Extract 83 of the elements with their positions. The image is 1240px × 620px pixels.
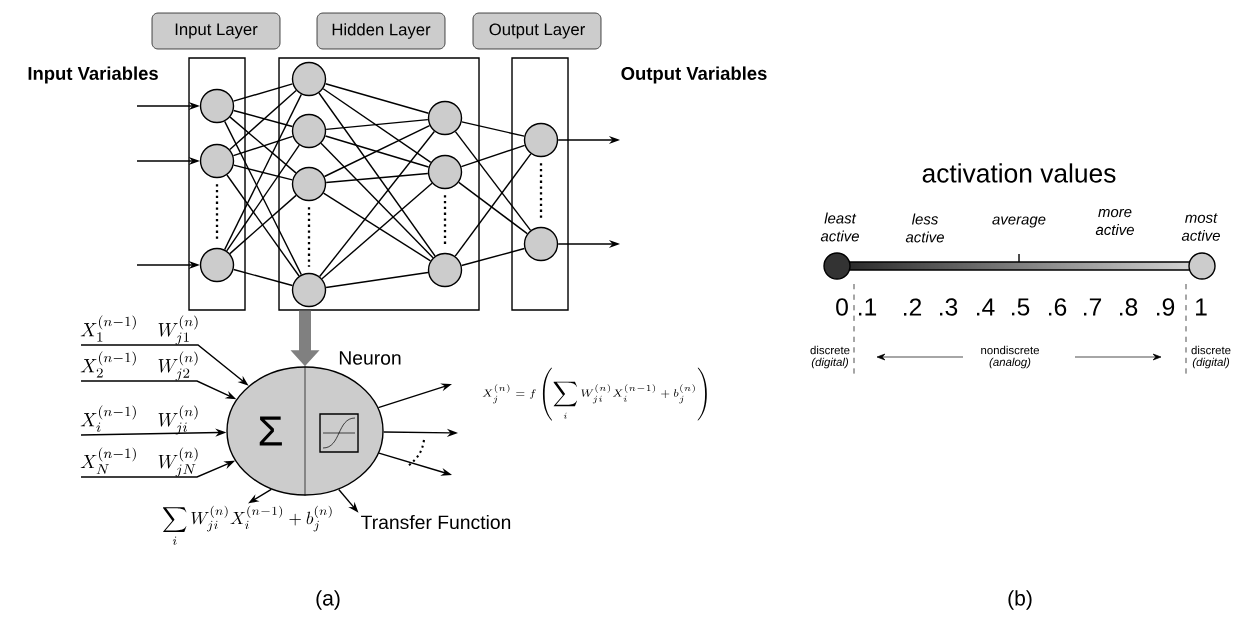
activity-label: less active [905,213,944,243]
activity-label: more active [1095,208,1134,236]
edge-label: $X_1^{(n-1)} \quad W_{j1}^{(n)}$ [80,315,198,345]
connection-line [325,118,429,131]
node-caption: Neuron [339,351,401,365]
tick-number: 1 [1196,298,1207,316]
function-label: Transfer Function [361,514,511,530]
scale-note: discrete [810,345,850,355]
connection-line [321,182,433,280]
activity-label: least active [820,212,859,242]
connection-line [224,120,302,276]
variable-label: Input Variables [28,66,158,84]
tick-number: 0 [836,298,848,316]
layer-label-box: Hidden Layer [316,12,446,50]
neuron-circle [291,113,327,149]
layer-label-box: Input Layer [151,12,281,50]
connection-line [325,271,429,289]
neuron-circle [291,166,327,202]
connection-line [229,116,297,174]
neuron-circle [427,100,463,136]
scale-note: (analog) [989,357,1031,369]
connection-line [232,268,294,287]
edge-label: $X_2^{(n-1)} \quad W_{j2}^{(n)}$ [80,351,198,381]
connection-line [232,109,294,128]
connection-line [322,88,432,163]
connection-line [324,135,430,168]
scale-title: activation values [922,163,1116,183]
connection-line [325,172,429,184]
scale-note: (digital) [811,357,849,369]
connection-line [223,93,303,251]
connection-line [454,153,532,257]
tick-number: .7 [1084,298,1102,316]
activity-label: most active [1181,213,1220,241]
neuron-circle [199,247,235,283]
connection-line [324,83,430,114]
connection-line [461,121,525,137]
connection-line [454,131,532,232]
layer-label-box: Output Layer [472,12,602,50]
neuron-circle [291,61,327,97]
tick-number: .5 [1012,298,1030,316]
activity-label: average [992,216,1046,228]
layer-box [188,57,246,311]
connection-line [229,89,297,151]
connection-line [226,144,300,252]
connection-line [233,164,294,181]
connection-line [318,130,436,278]
tick-number: .3 [940,298,958,316]
neuron-circle [199,143,235,179]
connection-line [458,181,528,235]
tick-number: .4 [977,298,995,316]
tick-number: .1 [859,298,877,316]
edge-label: $X_N^{(n-1)} \quad W_{jN}^{(n)}$ [80,447,198,477]
connection-line [323,124,431,178]
neuron-circle [291,272,327,308]
connection-line [460,144,526,168]
edge-label: $X_i^{(n-1)} \quad W_{ji}^{(n)}$ [80,405,198,435]
tick-number: .9 [1157,298,1175,316]
neuron-circle [427,154,463,190]
connection-line [226,174,300,277]
formula-label: $X_j^{(n)} = f\left(\sum_i W_{ji}^{(n)} X_i^{(n-1)} + b_j^{(n)}\right)$ [482,367,707,421]
scale-note: nondiscrete [981,345,1039,355]
tick-number: .2 [904,298,922,316]
panel-label: (a) [316,590,340,610]
connection-line [232,83,294,102]
scale-note: (digital) [1192,357,1230,369]
connection-line [232,135,294,157]
tick-number: .8 [1120,298,1138,316]
connection-line [322,192,432,262]
connection-line [460,247,526,267]
connection-line [229,194,297,255]
layer-box [278,57,480,311]
scale-note: discrete [1191,345,1231,355]
layer-box [511,57,569,311]
neuron-circle [199,88,235,124]
connection-line [320,142,434,259]
connection-line [318,92,436,257]
neuron-circle [523,226,559,262]
tick-number: .6 [1049,298,1067,316]
panel-label: (b) [1008,590,1032,610]
neuron-circle [523,122,559,158]
neuron-circle [427,252,463,288]
variable-label: Output Variables [621,66,767,84]
formula-label: $\sum_i W_{ji}^{(n)} X_i^{(n-1)} + b_j^{(n)}$ [163,505,332,545]
